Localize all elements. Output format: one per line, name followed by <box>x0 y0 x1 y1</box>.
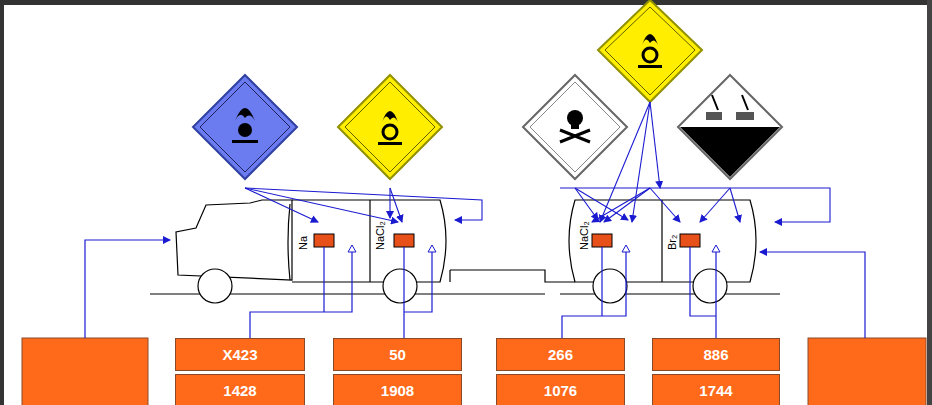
truck-outline <box>150 200 780 303</box>
hazard-id-number: 886 <box>652 338 780 371</box>
un-number: 1744 <box>652 374 780 405</box>
un-number: 1908 <box>333 374 462 405</box>
hazard-id-number: 266 <box>496 338 625 371</box>
placard-arrow <box>245 102 830 222</box>
hazard-id-number: 50 <box>333 338 462 371</box>
hazard-number-plate: 2661076 <box>496 338 625 405</box>
wire <box>85 240 865 338</box>
un-number: 1076 <box>496 374 625 405</box>
tank-content-label: Na <box>297 236 309 250</box>
hazard-id-number: X423 <box>175 338 305 371</box>
hazard-number-plate: 501908 <box>333 338 462 405</box>
hazard-number-plate: X4231428 <box>175 338 305 405</box>
un-number: 1428 <box>175 374 305 405</box>
tank-content-label: Br₂ <box>666 235 678 250</box>
tank-content-label: NaCl₂ <box>578 221 590 250</box>
hazard-placard <box>678 75 782 179</box>
tank-content-label: NaCl₂ <box>374 221 386 250</box>
hazard-placard <box>338 75 442 179</box>
hazard-placard <box>193 75 297 179</box>
hazard-number-plate: 8861744 <box>652 338 780 405</box>
hazard-placard <box>598 0 702 102</box>
tank-plate <box>314 234 700 247</box>
hazard-placard <box>523 75 627 179</box>
